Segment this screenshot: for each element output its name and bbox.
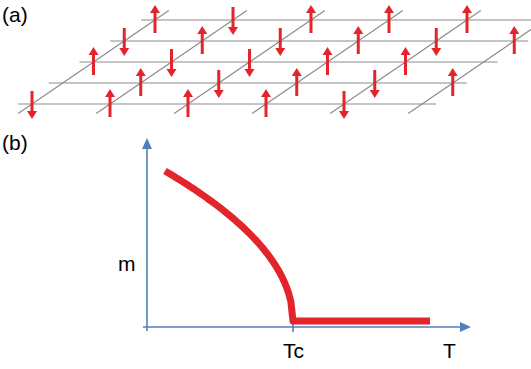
panel-label: (b) xyxy=(2,132,28,153)
panel-label: (a) xyxy=(2,4,28,25)
spin-arrow xyxy=(261,89,271,117)
magnetization-plot xyxy=(142,138,471,332)
spin-arrow xyxy=(292,68,302,96)
spin-arrow xyxy=(150,5,160,33)
grid-line xyxy=(408,11,531,114)
spin-arrow xyxy=(214,70,224,98)
tick xyxy=(292,324,294,332)
spin-arrow xyxy=(353,26,363,54)
grid-line xyxy=(110,40,528,41)
axis-label: T xyxy=(443,340,456,361)
spin-arrows xyxy=(27,5,519,119)
grid-line xyxy=(18,11,169,114)
spin-arrow xyxy=(509,26,519,54)
x-axis xyxy=(143,326,463,328)
grid-line xyxy=(141,19,531,20)
y-axis xyxy=(146,146,148,331)
spin-arrow xyxy=(462,5,472,33)
grid-line xyxy=(49,82,467,83)
lattice-grid xyxy=(18,11,531,114)
spin-arrow xyxy=(105,89,115,117)
spin-arrow xyxy=(370,70,380,98)
spin-arrow xyxy=(339,91,349,119)
grid-line xyxy=(80,61,498,62)
axis-arrowhead xyxy=(460,322,471,332)
spin-arrow xyxy=(448,68,458,96)
grid-line xyxy=(18,103,436,104)
spin-arrow xyxy=(27,91,37,119)
spin-arrow xyxy=(228,7,238,35)
spin-arrow xyxy=(323,47,333,75)
spin-arrow xyxy=(275,28,285,56)
order-parameter-curve xyxy=(165,171,430,321)
spin-arrow xyxy=(197,26,207,54)
axis-label: m xyxy=(118,253,136,274)
spin-arrow xyxy=(431,28,441,56)
grid-line xyxy=(174,11,325,114)
spin-arrow xyxy=(306,5,316,33)
grid-line xyxy=(96,11,247,114)
spin-arrow xyxy=(245,49,255,77)
axis-label: Tc xyxy=(283,340,304,361)
grid-line xyxy=(330,11,481,114)
spin-arrow xyxy=(89,47,99,75)
spin-arrow xyxy=(384,5,394,33)
axis-arrowhead xyxy=(142,138,152,149)
spin-arrow xyxy=(401,47,411,75)
spin-arrow xyxy=(136,68,146,96)
spin-arrow xyxy=(183,89,193,117)
spin-arrow xyxy=(119,28,129,56)
grid-line xyxy=(252,11,403,114)
spin-arrow xyxy=(167,49,177,77)
